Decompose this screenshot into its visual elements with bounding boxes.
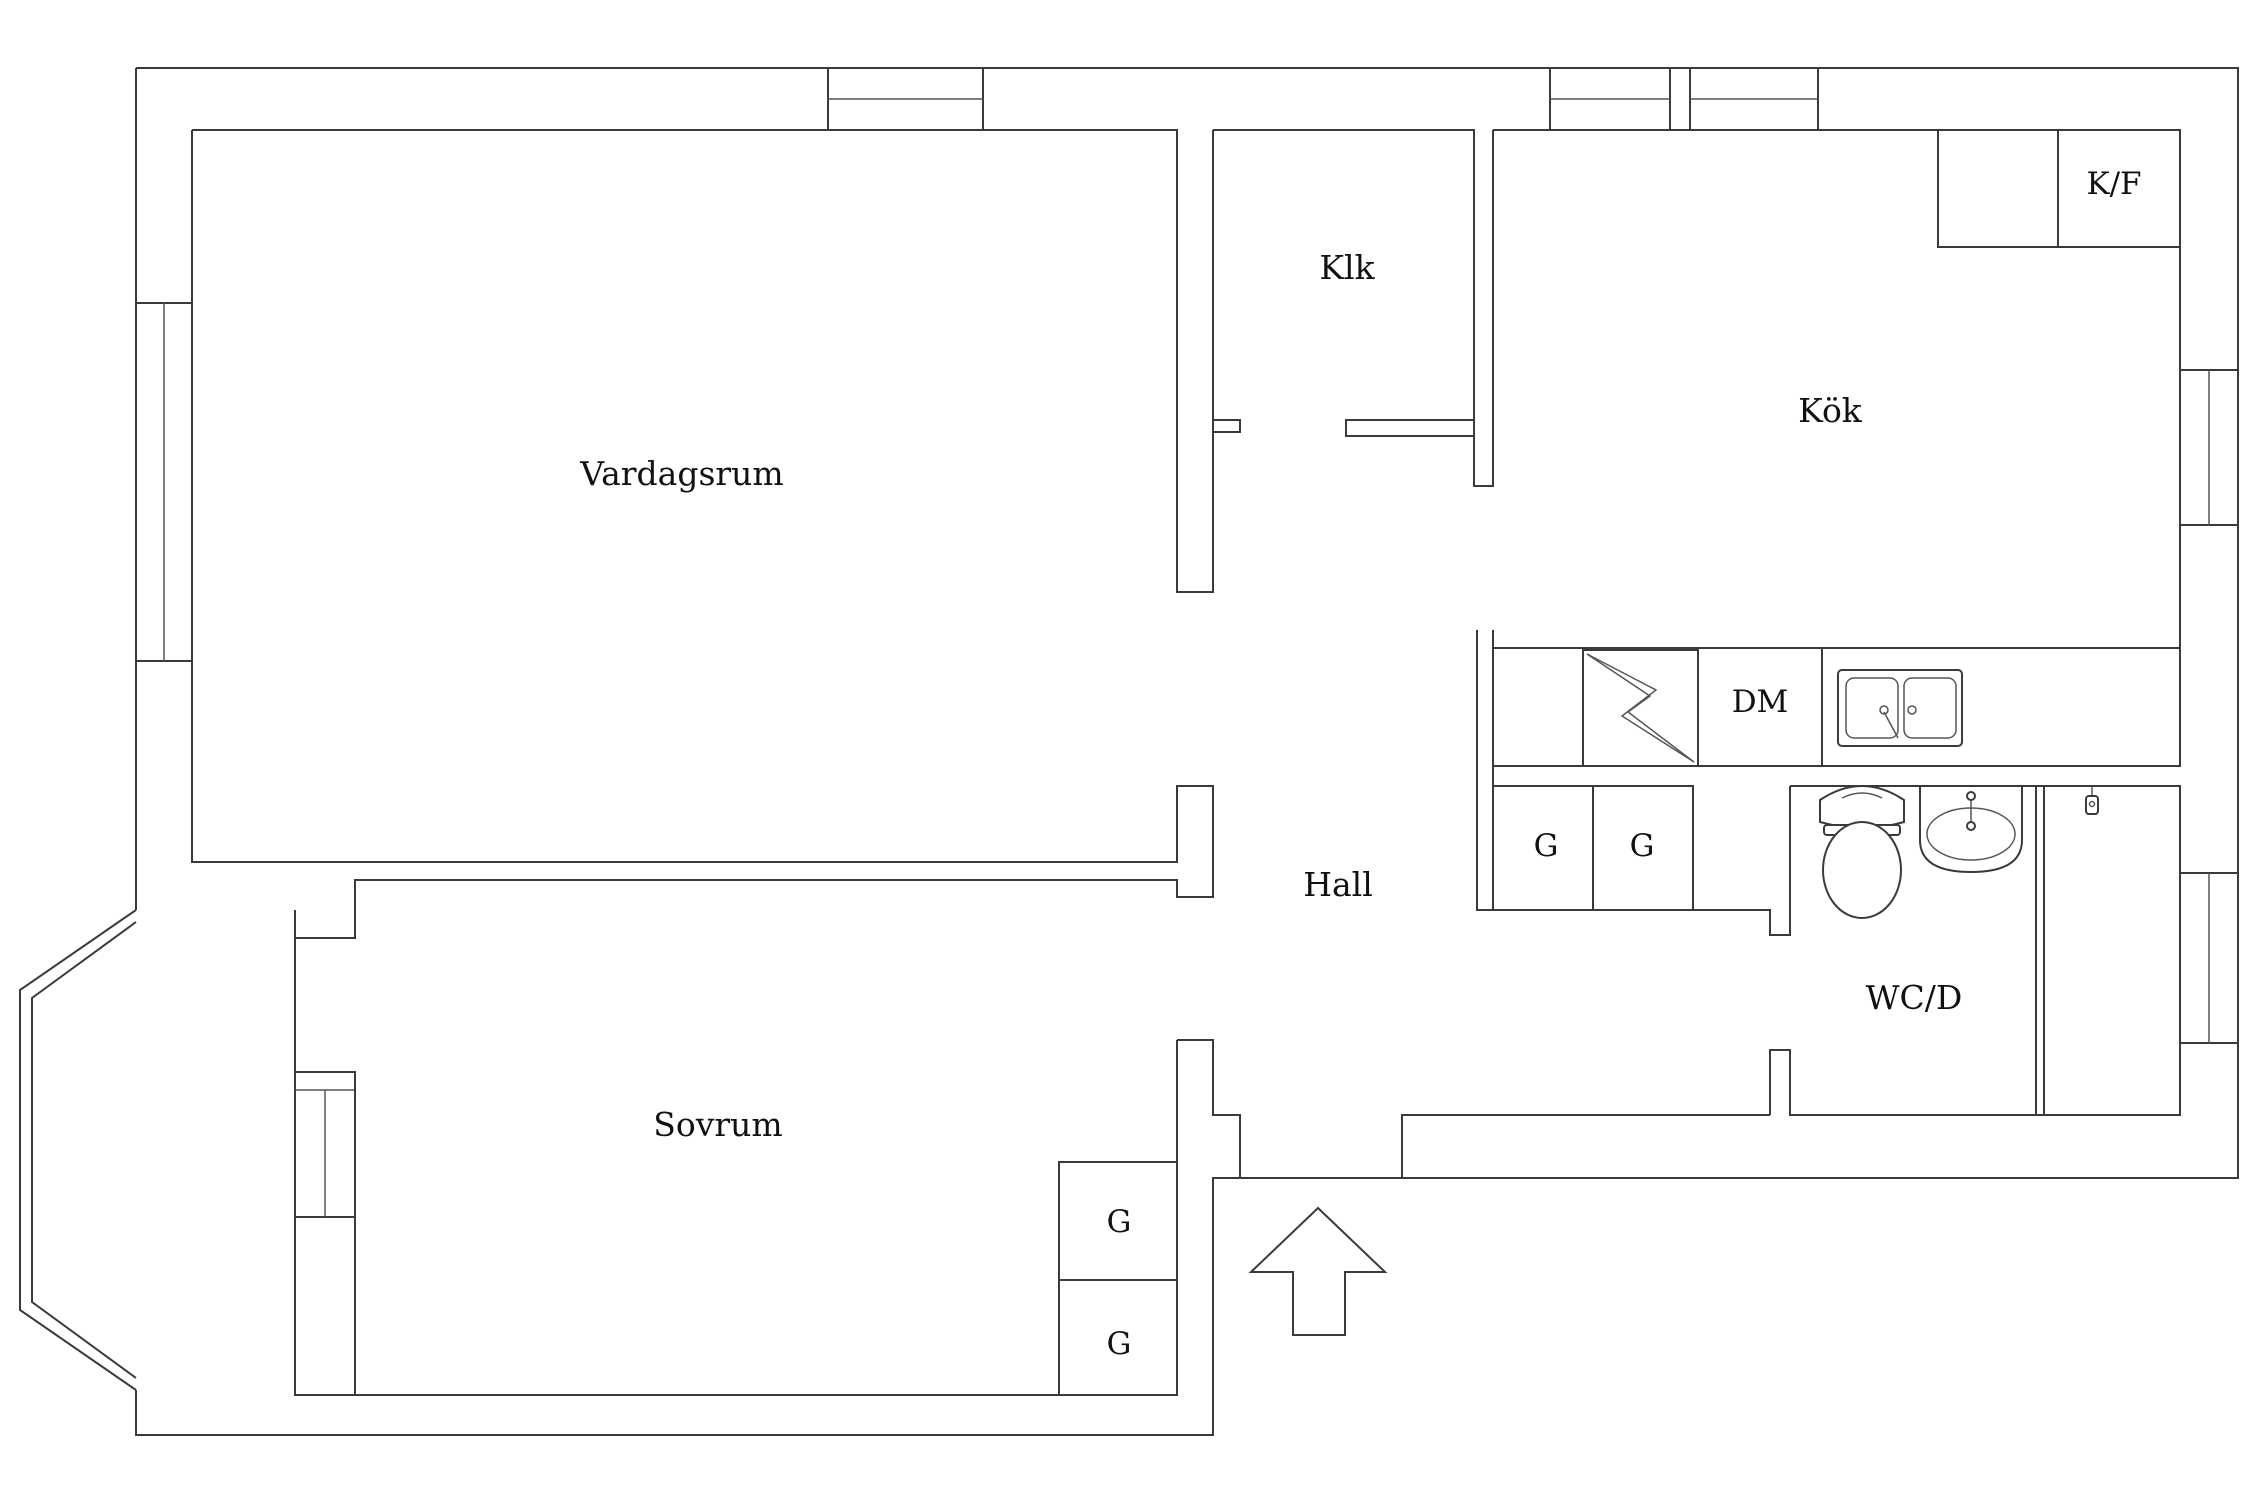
sink-icon	[1837, 669, 1963, 747]
label-dm: DM	[1732, 684, 1789, 720]
bay-window	[19, 909, 137, 1391]
label-vardagsrum: Vardagsrum	[579, 454, 783, 493]
label-closet-g3: G	[1107, 1204, 1132, 1240]
closet-klk-walls	[1213, 129, 1494, 487]
label-closet-g1: G	[1534, 828, 1559, 864]
label-wcd: WC/D	[1866, 978, 1963, 1017]
label-closet-g2: G	[1630, 828, 1655, 864]
washbasin-icon	[1919, 785, 2023, 874]
label-kok: Kök	[1798, 391, 1863, 430]
living-room-walls	[135, 67, 1241, 939]
stove-icon	[1582, 649, 1699, 767]
bedroom-walls	[294, 938, 1178, 1396]
room-labels: Vardagsrum Klk Kök K/F DM Hall WC/D Sovr…	[579, 166, 2141, 1362]
hall-walls	[1177, 1039, 1403, 1179]
label-klk: Klk	[1319, 248, 1375, 287]
label-kf: K/F	[2086, 166, 2141, 202]
hall-closets	[1492, 785, 1791, 936]
label-sovrum: Sovrum	[653, 1105, 782, 1144]
shower-icon	[2085, 786, 2099, 815]
kitchen-walls	[1493, 67, 2239, 648]
label-closet-g4: G	[1107, 1326, 1132, 1362]
toilet-icon	[1819, 785, 1905, 919]
entrance-arrow-icon	[1248, 1206, 1388, 1336]
label-hall: Hall	[1303, 865, 1373, 904]
